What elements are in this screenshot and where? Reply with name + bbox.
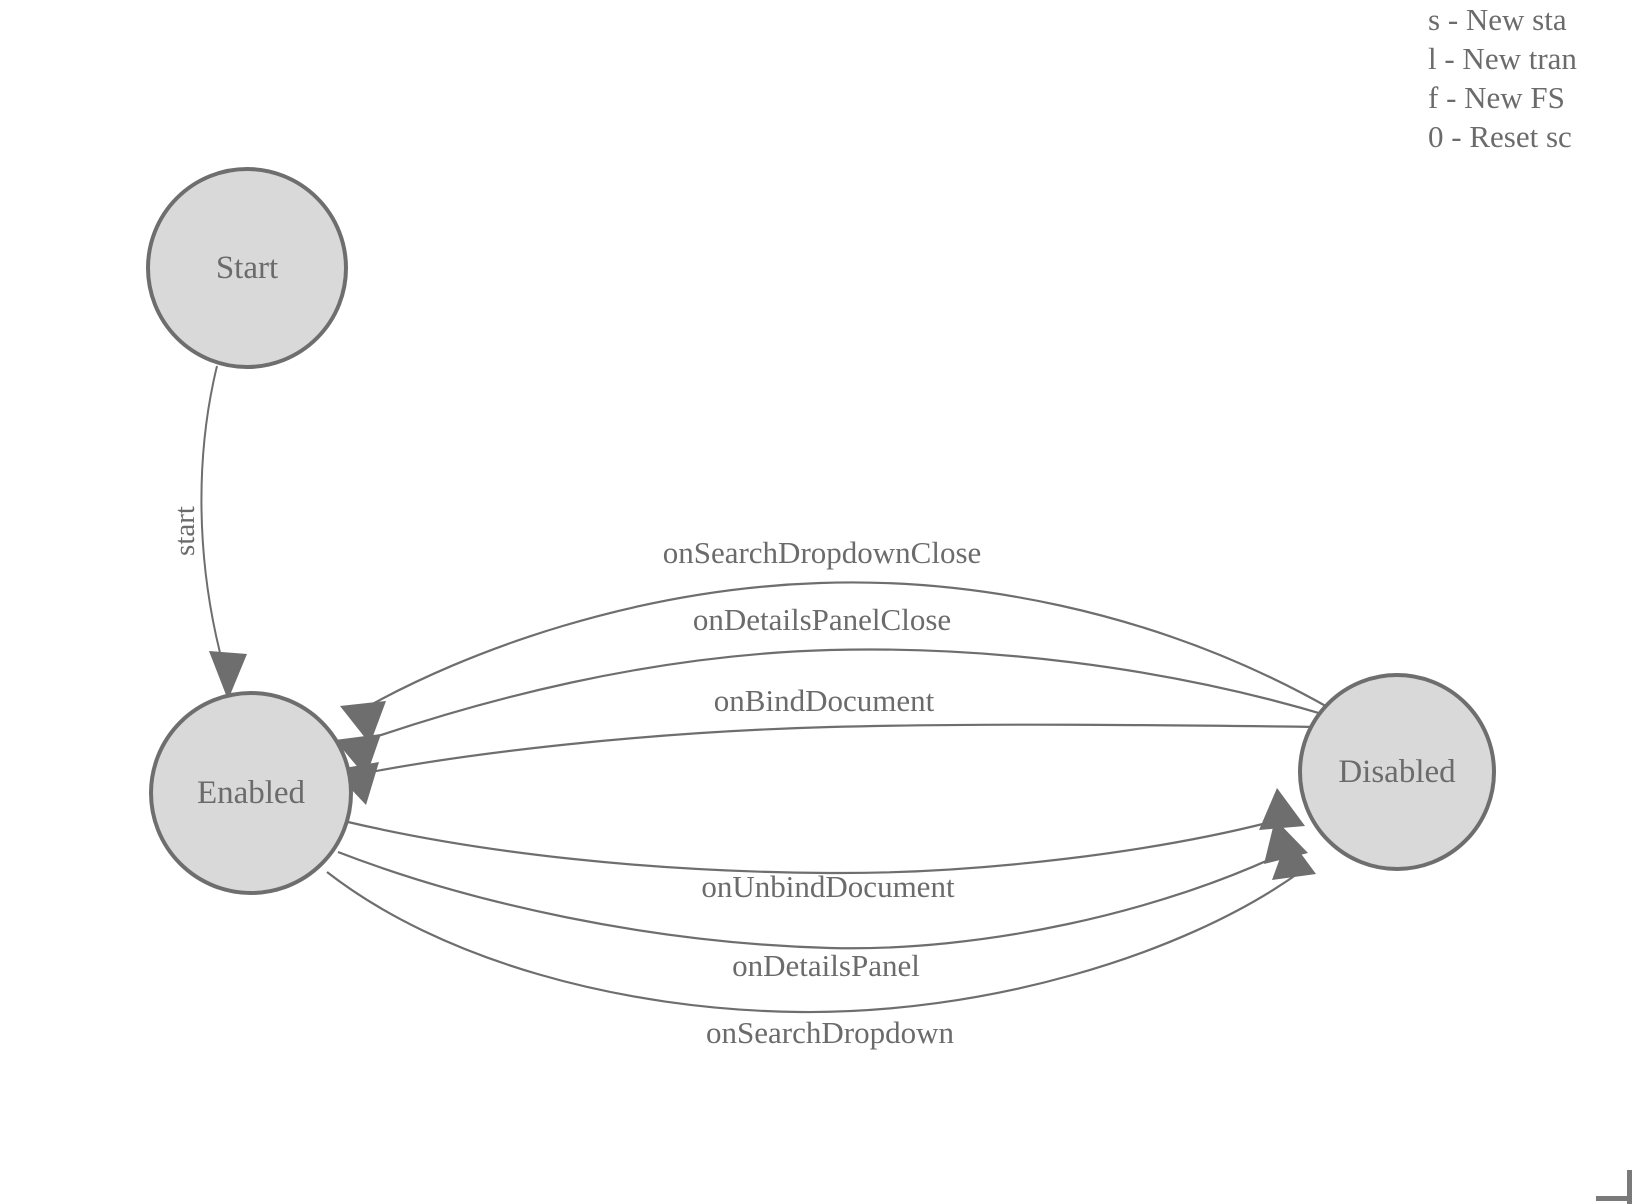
transition-label-onunbinddocument: onUnbindDocument [701, 869, 955, 904]
node-start-circle[interactable] [146, 167, 348, 369]
transition-onsearchdropdownclose-path [357, 581, 1332, 713]
shortcut-reset-scale: 0 - Reset sc [1428, 119, 1572, 154]
transition-start-to-enabled[interactable] [200, 365, 247, 700]
transition-label-onsearchdropdown: onSearchDropdown [706, 1015, 954, 1050]
transition-onunbinddocument-path [347, 816, 1287, 875]
transition-onbinddocument[interactable] [333, 723, 1323, 805]
node-enabled-label: Enabled [197, 775, 306, 811]
node-start-label: Start [216, 250, 278, 286]
transition-onunbinddocument-arrowhead [1259, 788, 1305, 830]
shortcut-new-fsm: f - New FS [1428, 80, 1565, 115]
node-disabled-label: Disabled [1338, 754, 1456, 790]
transition-label-start: start [169, 506, 201, 556]
keyboard-shortcuts-overlay: s - New sta l - New tran f - New FS 0 - … [1428, 0, 1632, 156]
transition-label-onbinddocument: onBindDocument [714, 683, 935, 718]
node-disabled[interactable]: Disabled [1298, 673, 1496, 871]
transition-label-ondetailspanel: onDetailsPanel [732, 948, 920, 983]
transition-onsearchdropdown[interactable] [326, 836, 1316, 1014]
transition-start-to-enabled-arrowhead [209, 651, 247, 700]
transition-label-ondetailspanelclose: onDetailsPanelClose [693, 602, 951, 637]
transition-onsearchdropdownclose[interactable] [340, 581, 1332, 744]
transition-onsearchdropdown-arrowhead [1272, 836, 1316, 880]
transition-ondetailspanelclose-path [351, 648, 1330, 747]
transition-label-onsearchdropdownclose: onSearchDropdownClose [663, 535, 982, 570]
transition-start-to-enabled-path [200, 365, 226, 673]
node-enabled-circle[interactable] [149, 691, 353, 895]
resize-corner-vertical[interactable] [1627, 1170, 1632, 1204]
transition-onbinddocument-path [349, 723, 1323, 778]
transition-onsearchdropdownclose-arrowhead [340, 701, 386, 744]
node-start[interactable]: Start [146, 167, 348, 369]
shortcut-new-state: s - New sta [1428, 2, 1567, 37]
resize-corner-horizontal[interactable] [1596, 1196, 1632, 1201]
transition-ondetailspanel-path [337, 849, 1291, 950]
shortcut-new-transition: l - New tran [1428, 41, 1577, 76]
node-disabled-circle[interactable] [1298, 673, 1496, 871]
transition-onsearchdropdown-path [326, 871, 1301, 1014]
node-enabled[interactable]: Enabled [149, 691, 353, 895]
transition-onunbinddocument[interactable] [347, 788, 1305, 875]
